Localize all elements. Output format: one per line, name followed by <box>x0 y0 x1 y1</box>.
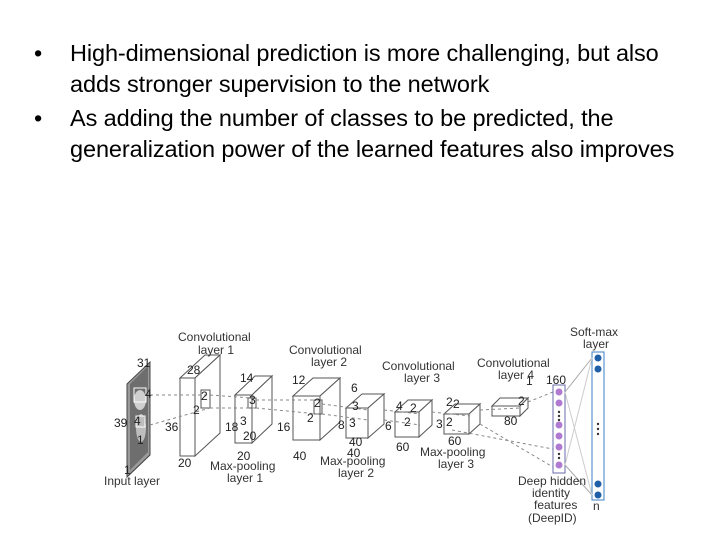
conv1-label: Convolutional <box>178 330 251 344</box>
deepid-label-2: identity <box>532 486 570 500</box>
dim-label: 3 <box>436 417 443 431</box>
maxpool2-label-b: layer 2 <box>338 466 374 480</box>
dim-label: 60 <box>448 434 462 448</box>
dim-label: 3 <box>240 414 247 428</box>
dim-label: 8 <box>338 418 345 432</box>
bullet-glyph: • <box>34 105 43 131</box>
conv1-label-b: layer 1 <box>198 343 234 357</box>
dim-label: 20 <box>243 429 257 443</box>
maxpool1-label: Max-pooling <box>210 459 275 473</box>
conv-layer-3-block <box>393 398 434 439</box>
dim-label: 2 <box>404 415 411 429</box>
dim-label: 160 <box>546 373 566 387</box>
dim-label: 2 <box>193 403 200 417</box>
dim-label: 4 <box>145 387 152 401</box>
bullet-list: • High-dimensional prediction is more cha… <box>34 38 694 168</box>
dim-label: 4 <box>396 399 403 413</box>
dim-label: 60 <box>396 440 410 454</box>
dim-label: 1 <box>137 433 144 447</box>
dim-label: 6 <box>385 419 392 433</box>
conv-layer-4-block <box>490 396 530 418</box>
softmax-n-label: n <box>593 499 600 513</box>
dim-label: 40 <box>293 449 307 463</box>
dim-label: 1 <box>124 463 131 477</box>
dim-label: 4 <box>134 414 141 428</box>
dim-label: 28 <box>187 363 201 377</box>
dim-label: 14 <box>240 371 254 385</box>
deepid-label-3: features <box>534 498 577 512</box>
dim-label: 36 <box>165 420 179 434</box>
conv4-label: Convolutional <box>477 356 550 370</box>
dim-label: 2 <box>518 394 525 408</box>
maxpool-layer-1-block <box>233 374 274 445</box>
dim-label: 3 <box>349 416 356 430</box>
maxpool3-label-b: layer 3 <box>438 457 474 471</box>
input-layer-label: Input layer <box>104 474 160 488</box>
conv2-label: Convolutional <box>289 343 362 357</box>
softmax-label: Soft-max <box>570 325 618 339</box>
dim-label: 3 <box>352 399 359 413</box>
bullet-text-2: As adding the number of classes to be pr… <box>70 105 675 162</box>
dim-label: 3 <box>249 393 256 407</box>
conv3-label: Convolutional <box>382 359 455 373</box>
input-image <box>126 360 151 479</box>
dim-label: 2 <box>446 415 453 429</box>
deepid-label-1: Deep hidden <box>518 474 586 488</box>
conv-layer-1-block <box>178 353 222 458</box>
dim-label: 39 <box>114 416 128 430</box>
dim-label: 2 <box>201 389 208 403</box>
deepid-feature-layer <box>552 384 566 474</box>
softmax-layer <box>564 351 605 501</box>
dim-label: 80 <box>504 414 518 428</box>
dim-label: 31 <box>137 356 151 370</box>
deepid-label-4: (DeepID) <box>528 511 577 525</box>
dim-label: 2 <box>410 401 417 415</box>
dim-label: 2 <box>307 411 314 425</box>
ellipsis-dots <box>557 410 600 460</box>
maxpool2-label: Max-pooling <box>320 454 385 468</box>
bullet-item-2: • As adding the number of classes to be p… <box>34 103 694 165</box>
conv2-label-b: layer 2 <box>311 355 347 369</box>
dim-label: 20 <box>237 449 251 463</box>
softmax-label-b: layer <box>583 337 609 351</box>
dim-label: 2 <box>453 397 460 411</box>
maxpool1-label-b: layer 1 <box>227 471 263 485</box>
conv4-label-b: layer 4 <box>498 368 534 382</box>
conv-layer-2-block <box>291 376 342 442</box>
dim-label: 18 <box>225 420 239 434</box>
dim-label: 2 <box>446 395 453 409</box>
dim-label: 1 <box>526 374 533 388</box>
maxpool-layer-3-block <box>442 402 482 436</box>
dim-label: 40 <box>349 435 363 449</box>
bullet-item-1: • High-dimensional prediction is more cha… <box>34 38 694 100</box>
conv3-label-b: layer 3 <box>404 371 440 385</box>
maxpool3-label: Max-pooling <box>420 445 485 459</box>
dim-label: 40 <box>347 446 361 460</box>
bullet-text-1: High-dimensional prediction is more chal… <box>70 40 659 97</box>
dim-label: 20 <box>178 456 192 470</box>
dim-label: 2 <box>314 396 321 410</box>
dim-label: 12 <box>292 373 306 387</box>
bullet-glyph: • <box>34 40 43 66</box>
dim-label: 16 <box>277 420 291 434</box>
maxpool-layer-2-block <box>344 392 386 440</box>
dim-label: 6 <box>351 381 358 395</box>
